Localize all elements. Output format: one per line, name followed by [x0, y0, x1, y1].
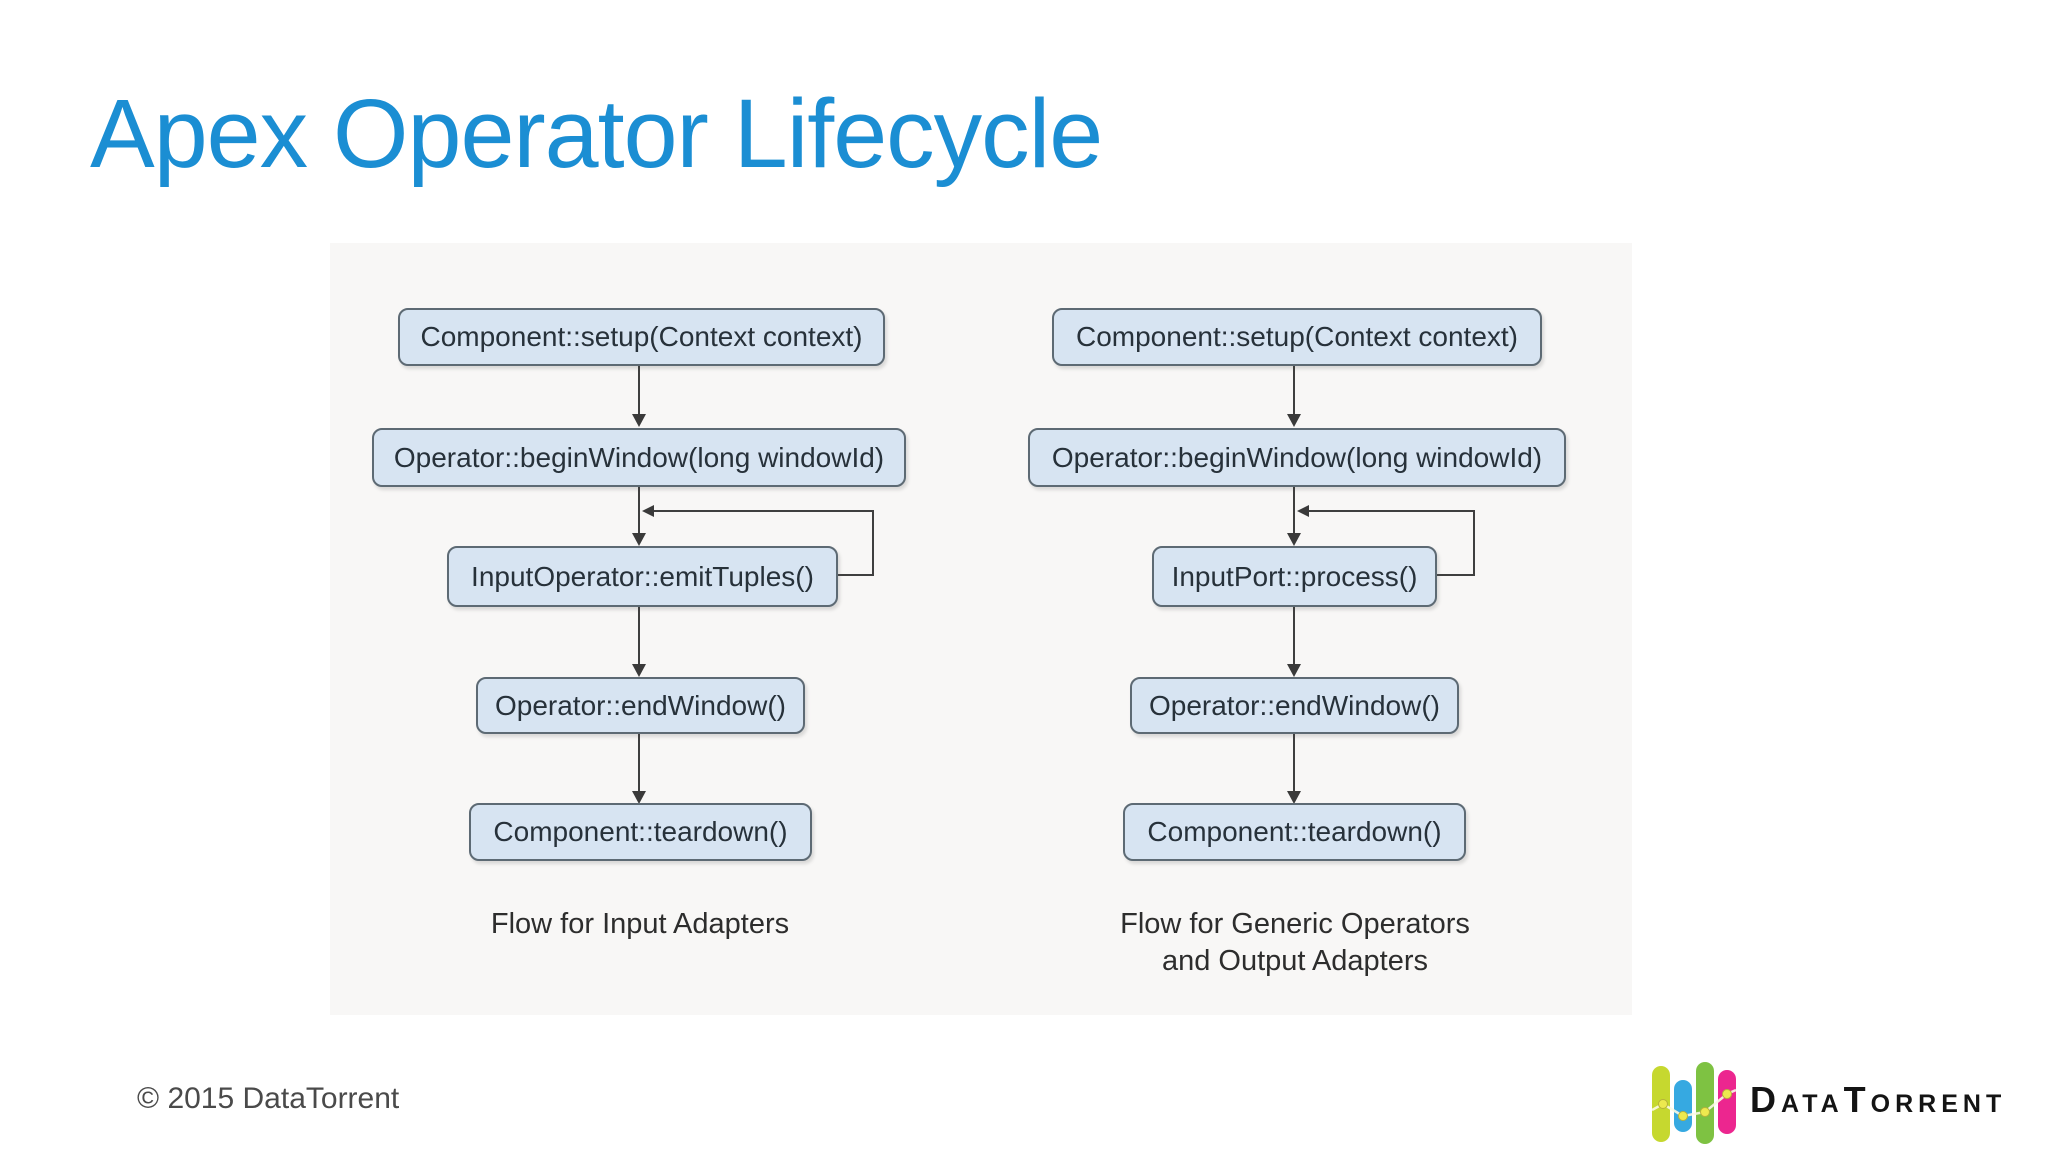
- connector-line: [1293, 734, 1295, 791]
- node-teardown: Component::teardown(): [469, 803, 812, 861]
- flow-caption: Flow for Input Adapters: [340, 906, 940, 943]
- caption-line: Flow for Generic Operators: [1120, 908, 1470, 940]
- loop-line-bottom: [838, 574, 874, 576]
- flow-caption: Flow for Generic Operators and Output Ad…: [995, 906, 1595, 980]
- node-emit-tuples: InputOperator::emitTuples(): [447, 546, 838, 607]
- page-title: Apex Operator Lifecycle: [90, 79, 1103, 188]
- node-begin-window: Operator::beginWindow(long windowId): [372, 428, 906, 487]
- loop-line-bottom: [1437, 574, 1475, 576]
- arrow-down-icon: [632, 414, 646, 427]
- arrow-down-icon: [1287, 664, 1301, 677]
- node-process: InputPort::process(): [1152, 546, 1437, 607]
- node-setup: Component::setup(Context context): [398, 308, 885, 366]
- connector-line: [638, 487, 640, 533]
- arrow-down-icon: [632, 533, 646, 546]
- arrow-down-icon: [1287, 533, 1301, 546]
- loop-line-right: [872, 510, 874, 576]
- loop-line-top: [1309, 510, 1475, 512]
- node-setup: Component::setup(Context context): [1052, 308, 1542, 366]
- arrow-left-icon: [1297, 505, 1309, 517]
- arrow-down-icon: [1287, 414, 1301, 427]
- datatorrent-logo: DataTorrent: [1652, 1054, 2006, 1146]
- datatorrent-wordmark: DataTorrent: [1750, 1079, 2007, 1120]
- caption-line: and Output Adapters: [1161, 945, 1429, 977]
- diagram-image: [330, 243, 1632, 1015]
- loop-line-top: [654, 510, 874, 512]
- node-begin-window: Operator::beginWindow(long windowId): [1028, 428, 1566, 487]
- connector-line: [1293, 487, 1295, 533]
- arrow-left-icon: [642, 505, 654, 517]
- copyright-text: © 2015 DataTorrent: [137, 1082, 400, 1115]
- connector-line: [638, 366, 640, 416]
- node-end-window: Operator::endWindow(): [476, 677, 805, 734]
- connector-line: [638, 607, 640, 664]
- arrow-down-icon: [632, 791, 646, 804]
- loop-line-right: [1473, 510, 1475, 576]
- arrow-down-icon: [1287, 791, 1301, 804]
- caption-line: Flow for Input Adapters: [490, 908, 790, 940]
- arrow-down-icon: [632, 664, 646, 677]
- node-end-window: Operator::endWindow(): [1130, 677, 1459, 734]
- connector-line: [638, 734, 640, 791]
- connector-line: [1293, 366, 1295, 416]
- connector-line: [1293, 607, 1295, 664]
- node-teardown: Component::teardown(): [1123, 803, 1466, 861]
- datatorrent-logo-icon: [1652, 1062, 1736, 1144]
